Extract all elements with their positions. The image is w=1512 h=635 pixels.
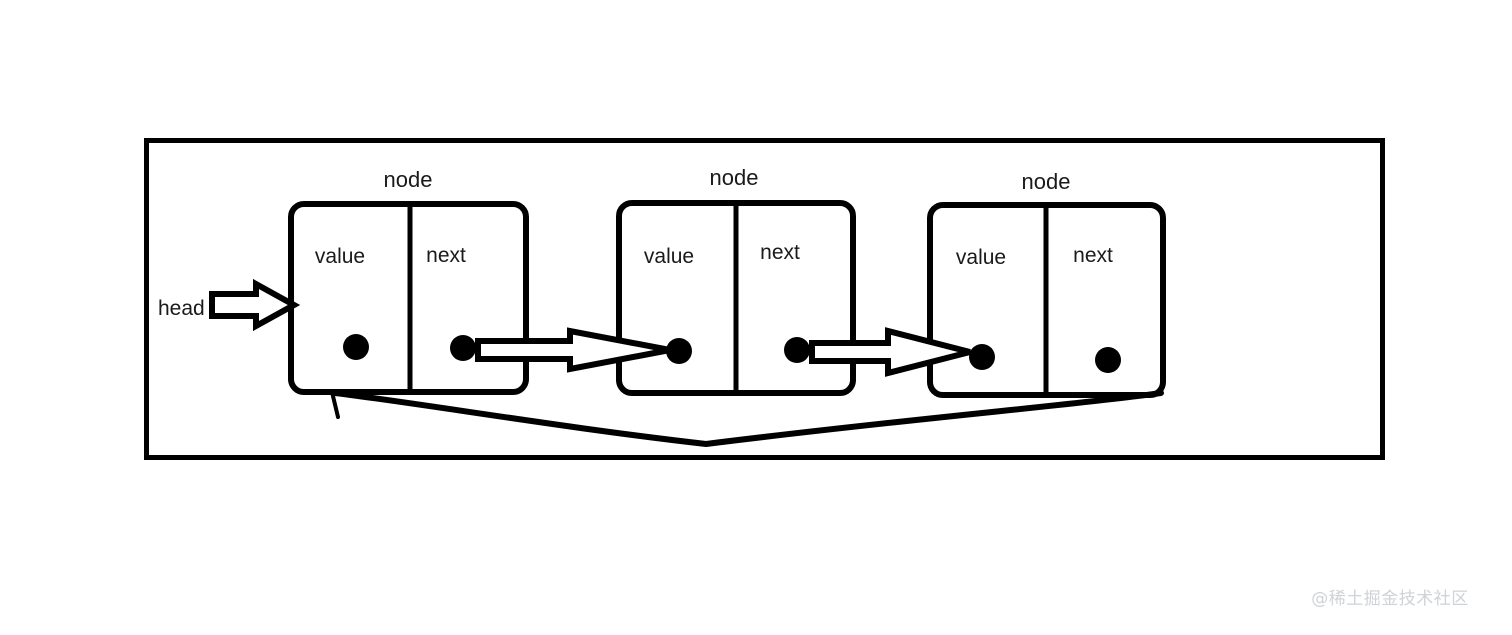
node-3-value-dot bbox=[969, 344, 995, 370]
node-1-next-dot bbox=[450, 335, 476, 361]
link-node1-to-node2 bbox=[475, 327, 671, 373]
head-pointer-label: head bbox=[158, 297, 205, 320]
node-2-next-label: next bbox=[760, 241, 800, 264]
node-3: node value next bbox=[927, 169, 1166, 398]
link-arrow-2-icon bbox=[809, 327, 971, 377]
node-2-title: node bbox=[710, 165, 759, 190]
link-arrow-1-icon bbox=[475, 327, 671, 373]
node-3-next-dot bbox=[1095, 347, 1121, 373]
tail-loop-back-arrow-tick-icon bbox=[330, 390, 340, 419]
tail-loop-back-curve bbox=[332, 390, 1164, 448]
node-1: node value next bbox=[288, 167, 529, 395]
node-3-value-label: value bbox=[956, 246, 1006, 269]
head-pointer: head bbox=[158, 278, 301, 332]
node-2: node value next bbox=[616, 165, 856, 396]
node-3-next-label: next bbox=[1073, 244, 1113, 267]
link-node2-to-node3 bbox=[809, 327, 971, 377]
node-1-value-dot bbox=[343, 334, 369, 360]
watermark: @稀土掘金技术社区 bbox=[1311, 589, 1469, 609]
node-3-title: node bbox=[1022, 169, 1071, 194]
head-pointer-arrow-icon bbox=[209, 278, 301, 332]
node-1-title: node bbox=[384, 167, 433, 192]
node-2-next-dot bbox=[784, 337, 810, 363]
node-2-value-dot bbox=[666, 338, 692, 364]
node-2-value-label: value bbox=[644, 245, 694, 268]
node-1-value-label: value bbox=[315, 245, 365, 268]
tail-loop-back bbox=[330, 390, 1164, 448]
node-1-next-label: next bbox=[426, 244, 466, 267]
